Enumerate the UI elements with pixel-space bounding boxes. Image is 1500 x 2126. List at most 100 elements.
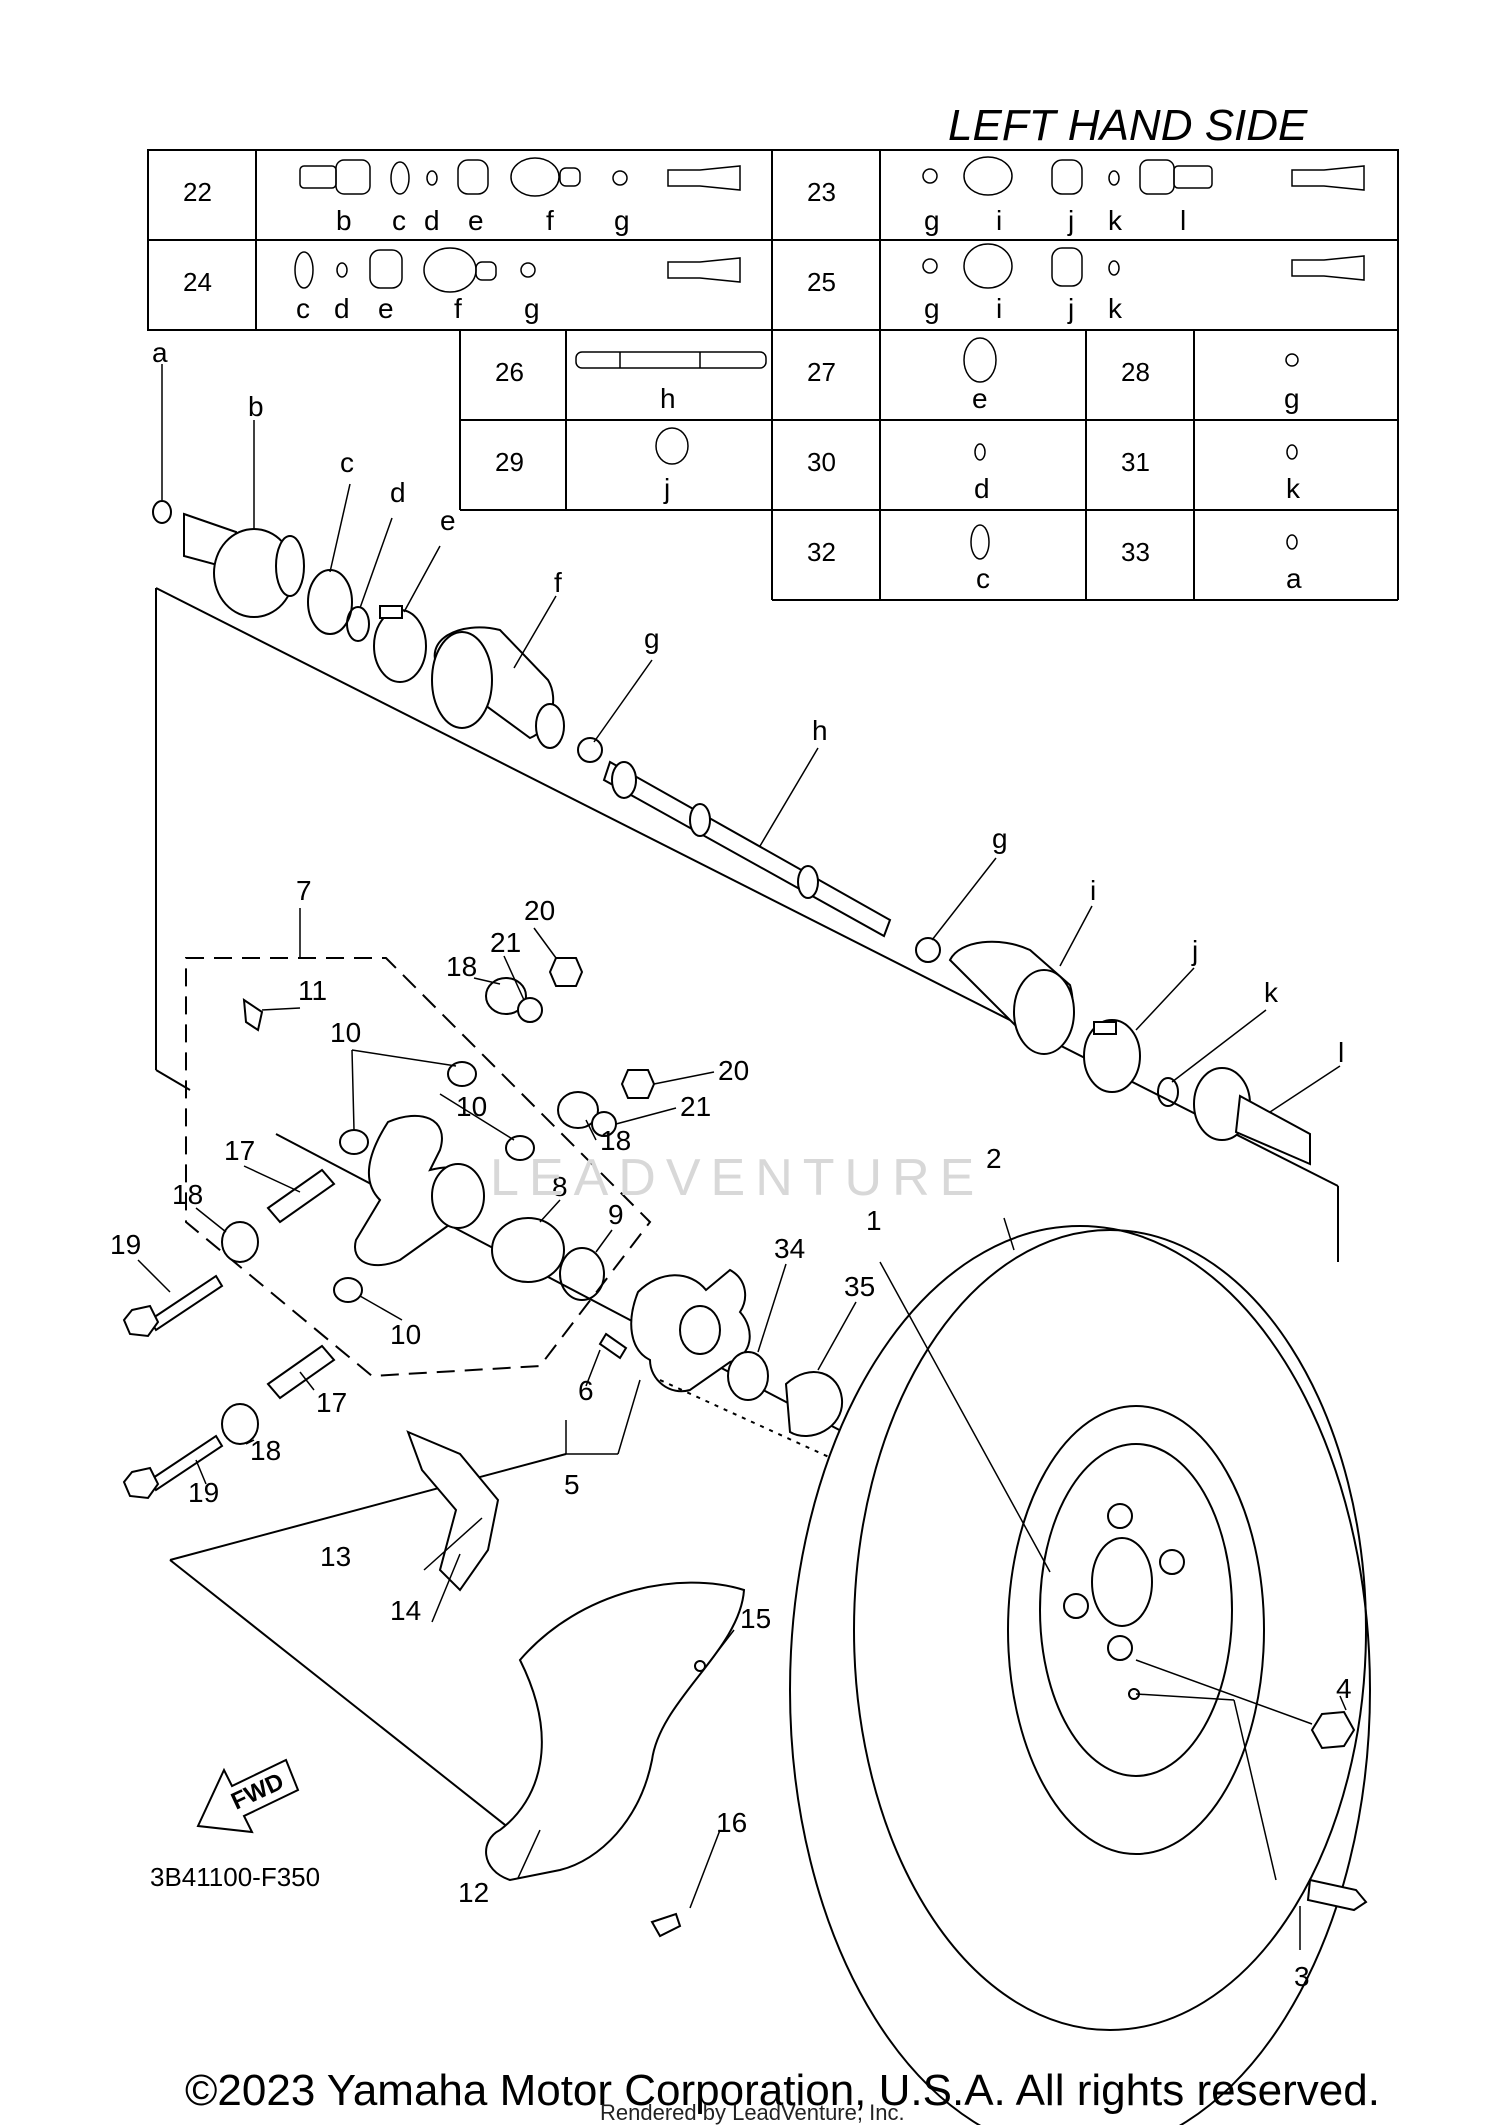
callout-17: 17 (224, 1135, 255, 1166)
rendered-by-note: Rendered by LeadVenture, Inc. (600, 2100, 905, 2125)
shaft-letter-b: b (248, 391, 264, 422)
kit-22-letter: d (424, 205, 440, 236)
callout-8: 8 (552, 1171, 568, 1202)
callout-4: 4 (1336, 1673, 1352, 1704)
driveshaft-leaders (161, 364, 1341, 1113)
shaft-letter-k: k (1264, 977, 1279, 1008)
shaft-letter-j: j (1191, 935, 1198, 966)
callout-12: 12 (458, 1877, 489, 1908)
callout-18: 18 (172, 1179, 203, 1210)
callout-10: 10 (390, 1319, 421, 1350)
callout-21: 21 (490, 927, 521, 958)
kit-25-letter: g (924, 293, 940, 324)
shaft-letter-a: a (152, 337, 168, 368)
callout-14: 14 (390, 1595, 421, 1626)
callout-17: 17 (316, 1387, 347, 1418)
kit-23-letter: k (1108, 205, 1123, 236)
kit-table (147, 149, 1399, 601)
kit-24-letter: g (524, 293, 540, 324)
kit-24-letter: d (334, 293, 350, 324)
kit-33-letter: a (1286, 563, 1302, 594)
driveshaft-parts (152, 500, 1311, 1166)
kit-ref-30: 30 (807, 447, 836, 477)
kit-24-letter: c (296, 293, 310, 324)
watermark-text: LEADVENTURE (490, 1149, 984, 1207)
kit-ref-31: 31 (1121, 447, 1150, 477)
hub-assembly (598, 1268, 1341, 1691)
kit-ref-32: 32 (807, 537, 836, 567)
fwd-arrow-icon: FWD (196, 1758, 300, 1834)
kit-ref-24: 24 (183, 267, 212, 297)
kit-ref-22: 22 (183, 177, 212, 207)
kit-28-letter: g (1284, 383, 1300, 414)
callout-5: 5 (564, 1469, 580, 1500)
shaft-letter-i: i (1090, 875, 1096, 906)
kit-29-letter: j (663, 473, 670, 504)
kit-32-letter: c (976, 563, 990, 594)
callout-20: 20 (524, 895, 555, 926)
shaft-letter-e: e (440, 505, 456, 536)
kit-26-letter: h (660, 383, 676, 414)
kit-22-letter: e (468, 205, 484, 236)
kit-thumbnails (294, 156, 1365, 560)
callout-19: 19 (188, 1477, 219, 1508)
callout-10: 10 (330, 1017, 361, 1048)
kit-25-letter: i (996, 293, 1002, 324)
kit-27-letter: e (972, 383, 988, 414)
callout-18: 18 (446, 951, 477, 982)
kit-ref-26: 26 (495, 357, 524, 387)
kit-24-letter: f (454, 293, 462, 324)
kit-22-letter: f (546, 205, 554, 236)
shaft-letter-l: l (1338, 1037, 1344, 1068)
callout-13: 13 (320, 1541, 351, 1572)
shaft-letter-h: h (812, 715, 828, 746)
diagram-code: 3B41100-F350 (150, 1862, 320, 1892)
kit-22-letter: b (336, 205, 352, 236)
wheel-assembly (789, 1217, 1371, 2125)
kit-ref-33: 33 (1121, 537, 1150, 567)
callout-9: 9 (608, 1199, 624, 1230)
knuckle-assembly (122, 908, 656, 1500)
kit-23-letter: g (924, 205, 940, 236)
callout-6: 6 (578, 1375, 594, 1406)
kit-24-letter: e (378, 293, 394, 324)
callout-1: 1 (866, 1205, 882, 1236)
kit-31-letter: k (1286, 473, 1301, 504)
kit-25-letter: k (1108, 293, 1123, 324)
shaft-letter-g: g (644, 623, 660, 654)
kit-23-letter: j (1067, 205, 1074, 236)
kit-ref-25: 25 (807, 267, 836, 297)
kit-30-letter: d (974, 473, 990, 504)
callout-3: 3 (1294, 1961, 1310, 1992)
callout-15: 15 (740, 1603, 771, 1634)
callout-16: 16 (716, 1807, 747, 1838)
callout-19: 19 (110, 1229, 141, 1260)
callout-2: 2 (986, 1143, 1002, 1174)
kit-22-letter: g (614, 205, 630, 236)
knuckle-leaders (137, 927, 857, 1485)
kit-22-letter: c (392, 205, 406, 236)
callout-34: 34 (774, 1233, 805, 1264)
kit-ref-23: 23 (807, 177, 836, 207)
kit-ref-28: 28 (1121, 357, 1150, 387)
kit-ref-29: 29 (495, 447, 524, 477)
kit-25-letter: j (1067, 293, 1074, 324)
callout-35: 35 (844, 1271, 875, 1302)
kit-23-letter: i (996, 205, 1002, 236)
shaft-letter-d: d (390, 477, 406, 508)
shaft-letter-f: f (554, 567, 562, 598)
callout-18: 18 (250, 1435, 281, 1466)
callout-18: 18 (600, 1125, 631, 1156)
callout-21: 21 (680, 1091, 711, 1122)
diagram-title: LEFT HAND SIDE (948, 101, 1308, 150)
copyright-notice: ©2023 Yamaha Motor Corporation, U.S.A. A… (185, 2066, 1380, 2115)
callout-20: 20 (718, 1055, 749, 1086)
callout-7: 7 (296, 875, 312, 906)
shaft-letter-c: c (340, 447, 354, 478)
kit-ref-27: 27 (807, 357, 836, 387)
kit-23-letter: l (1180, 205, 1186, 236)
shaft-letter-g2: g (992, 823, 1008, 854)
brake-shield (169, 1430, 746, 1938)
callout-11: 11 (298, 975, 327, 1006)
